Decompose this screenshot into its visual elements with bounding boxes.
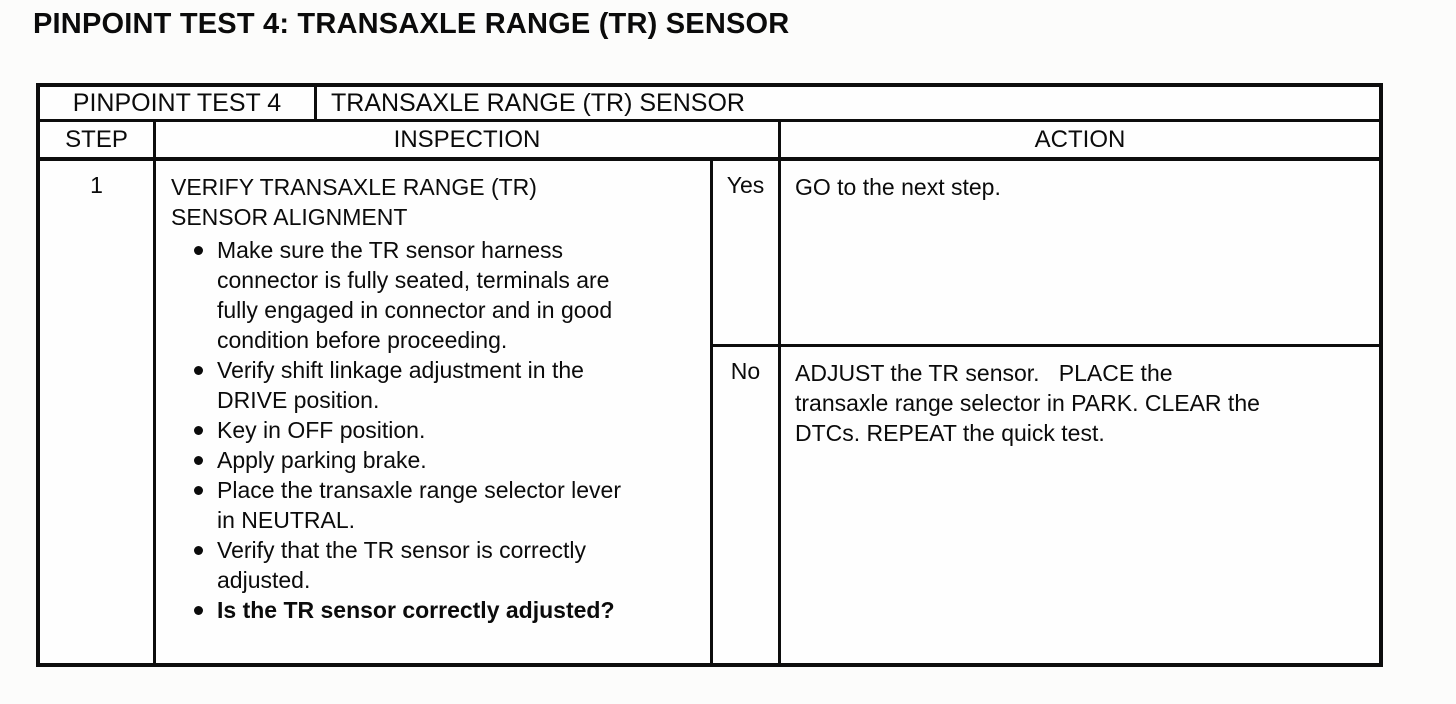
bullet-icon	[194, 456, 203, 465]
yes-label-cell: Yes	[713, 161, 781, 344]
table-row: 1 VERIFY TRANSAXLE RANGE (TR) SENSOR ALI…	[40, 161, 1379, 663]
bullet-text: Apply parking brake.	[217, 447, 427, 473]
bullet-icon	[194, 486, 203, 495]
bullet-text: Is the TR sensor correctly adjusted?	[217, 597, 615, 623]
inspection-bullet-list: Make sure the TR sensor harness connecto…	[171, 235, 702, 625]
inspection-bullet: Key in OFF position.	[171, 415, 702, 445]
inspection-bullet: Is the TR sensor correctly adjusted?	[171, 595, 702, 625]
test-id-cell: PINPOINT TEST 4	[40, 87, 317, 119]
inspection-bullet: Verify shift linkage adjustment in the D…	[171, 355, 702, 415]
bullet-icon	[194, 426, 203, 435]
page-title: PINPOINT TEST 4: TRANSAXLE RANGE (TR) SE…	[33, 8, 790, 40]
outcome-row-yes: Yes GO to the next step.	[713, 161, 1379, 347]
bullet-text: Place the transaxle range selector lever…	[217, 477, 621, 533]
bullet-icon	[194, 366, 203, 375]
step-column-header: STEP	[40, 122, 156, 157]
table-title-row: PINPOINT TEST 4 TRANSAXLE RANGE (TR) SEN…	[40, 87, 1379, 122]
column-header-row: STEP INSPECTION ACTION	[40, 122, 1379, 161]
pinpoint-test-table: PINPOINT TEST 4 TRANSAXLE RANGE (TR) SEN…	[36, 83, 1383, 667]
inspection-bullet: Verify that the TR sensor is correctly a…	[171, 535, 702, 595]
inspection-bullet: Apply parking brake.	[171, 445, 702, 475]
bullet-text: Make sure the TR sensor harness connecto…	[217, 237, 613, 353]
inspection-title: VERIFY TRANSAXLE RANGE (TR) SENSOR ALIGN…	[171, 174, 537, 230]
bullet-text: Verify that the TR sensor is correctly a…	[217, 537, 586, 593]
bullet-text: Key in OFF position.	[217, 417, 426, 443]
outcomes-block: Yes GO to the next step. No ADJUST the T…	[713, 161, 1379, 663]
inspection-bullet: Make sure the TR sensor harness connecto…	[171, 235, 702, 355]
no-action-cell: ADJUST the TR sensor. PLACE the transaxl…	[795, 360, 1260, 446]
inspection-cell: VERIFY TRANSAXLE RANGE (TR) SENSOR ALIGN…	[156, 161, 713, 663]
test-name-cell: TRANSAXLE RANGE (TR) SENSOR	[331, 88, 745, 117]
inspection-column-header: INSPECTION	[156, 122, 781, 157]
inspection-bullet: Place the transaxle range selector lever…	[171, 475, 702, 535]
step-number-cell: 1	[40, 161, 156, 663]
bullet-icon	[194, 606, 203, 615]
bullet-text: Verify shift linkage adjustment in the D…	[217, 357, 584, 413]
yes-action-cell: GO to the next step.	[795, 174, 1001, 200]
action-column-header: ACTION	[1034, 125, 1126, 153]
outcome-row-no: No ADJUST the TR sensor. PLACE the trans…	[713, 347, 1379, 663]
bullet-icon	[194, 546, 203, 555]
bullet-icon	[194, 246, 203, 255]
no-label-cell: No	[713, 347, 781, 663]
